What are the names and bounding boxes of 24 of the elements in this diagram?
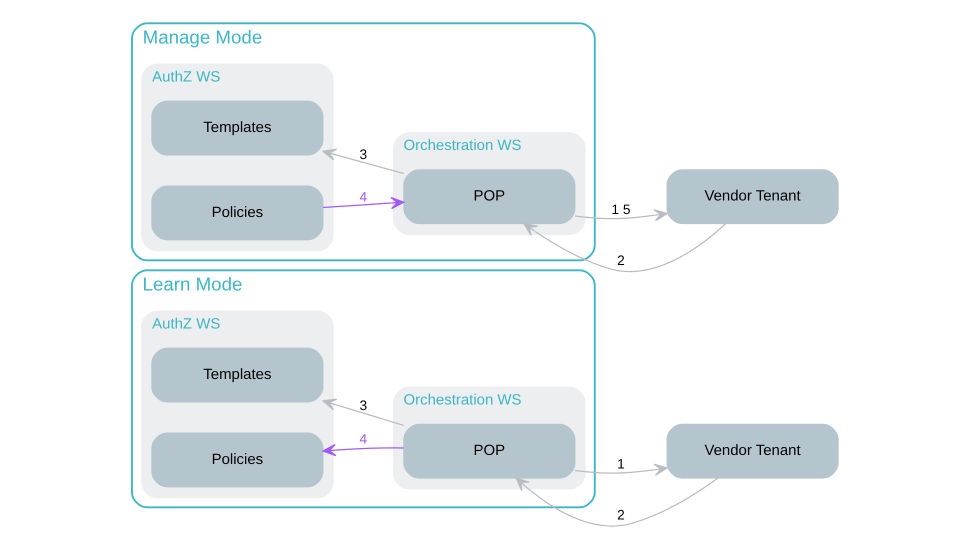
arrow [516, 477, 718, 527]
edge-label: 2 [617, 508, 625, 523]
node-box: POP [403, 169, 576, 224]
arrow [574, 464, 668, 476]
edge-label: 2 [617, 253, 625, 268]
arrow [323, 196, 404, 210]
node-box: Vendor Tenant [666, 169, 839, 224]
node-box: Templates [151, 100, 324, 156]
node-box: Policies [151, 186, 324, 240]
edge-label: 1 [617, 456, 625, 472]
edge-label: 4 [360, 431, 368, 446]
node-box: Policies [151, 432, 324, 488]
arrow [523, 223, 726, 272]
node-box: POP [403, 424, 576, 479]
arrow [574, 209, 668, 222]
arrow [322, 444, 404, 456]
edge-label: 3 [360, 398, 368, 413]
arrow [322, 398, 404, 426]
arrow [322, 148, 404, 174]
edge-label: 1 5 [611, 202, 630, 217]
node-box: Templates [151, 348, 324, 403]
edge-label: 4 [360, 189, 368, 204]
edge-label: 3 [360, 147, 368, 162]
node-box: Vendor Tenant [666, 424, 839, 479]
